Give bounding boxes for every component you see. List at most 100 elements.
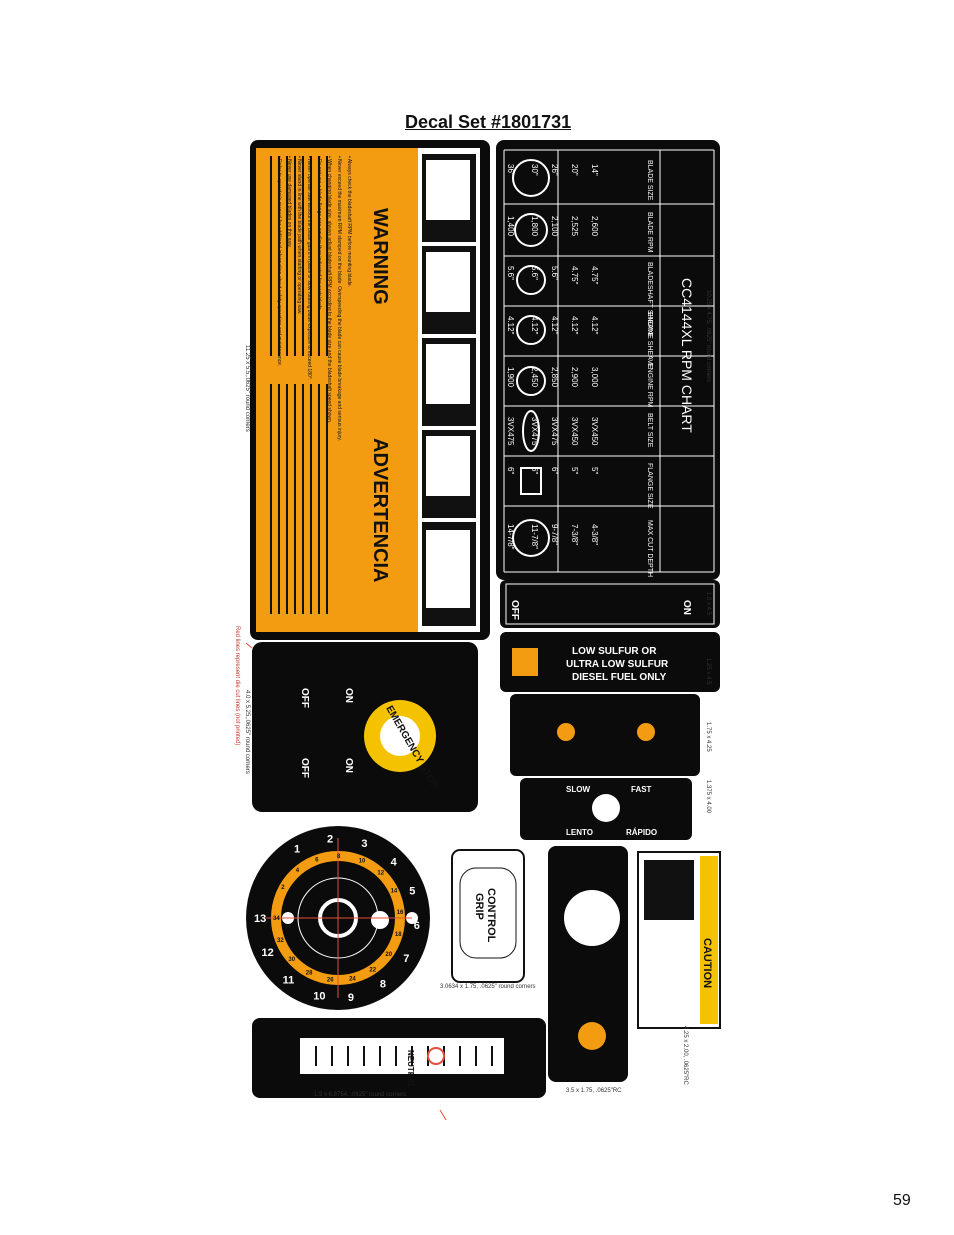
rpm-cell: 4.12" bbox=[550, 316, 559, 335]
dim-label-note: Red lines represent die cut lines (not p… bbox=[234, 626, 240, 746]
depth-dial-decal bbox=[246, 826, 430, 1010]
emergency-off2: OFF bbox=[299, 758, 310, 778]
rpm-cell: 36" bbox=[506, 164, 515, 176]
rpm-cell: 30" bbox=[530, 164, 539, 176]
rpm-cell: 26" bbox=[550, 164, 559, 176]
dim-label-emergency: 4.0 x 5.25,.0625" round corners bbox=[244, 690, 250, 774]
rpm-header: FLANGE SIZE bbox=[646, 463, 653, 509]
dim-label-warning: 11.25 x 5.5,.0625" round corners bbox=[244, 345, 250, 432]
water-off: OFF bbox=[509, 600, 520, 620]
rpm-cell: 7-3/8" bbox=[570, 524, 579, 545]
dial-number: 7 bbox=[403, 953, 409, 965]
dim-label-water: 1.0 x 4.5 bbox=[705, 592, 711, 616]
rpm-cell: 14-7/8" bbox=[506, 524, 515, 550]
dial-number: 6 bbox=[414, 920, 420, 932]
dim-label-caution: 4.25 x 2.00, .0625"RC bbox=[682, 1026, 688, 1085]
advertencia-title: ADVERTENCIA bbox=[369, 438, 391, 582]
transmission-neutral: NEUTRAL bbox=[406, 1050, 415, 1088]
dial-number: 2 bbox=[327, 833, 333, 845]
rpm-header: ENGINE SHEAVE bbox=[646, 312, 653, 369]
blade-depth-decal bbox=[548, 846, 628, 1082]
warning-bullet: • Always check the bladeshaft RPM before… bbox=[346, 156, 352, 287]
rpm-header: ENGINE RPM bbox=[646, 363, 653, 408]
rpm-cell: 3VX475 bbox=[550, 417, 559, 446]
dial-number: 10 bbox=[313, 990, 325, 1002]
rpm-cell: 5.6" bbox=[506, 266, 515, 280]
rpm-header: BLADESHAFT SHEAVE bbox=[646, 262, 653, 338]
dim-label-depth: 3.5 x 1.75, .0625"RC bbox=[566, 1088, 622, 1094]
rpm-cell: 3,000 bbox=[590, 367, 599, 388]
page-title: Decal Set #1801731 bbox=[405, 112, 572, 132]
dim-label-fuel: 1.25 x 4.5 bbox=[705, 658, 711, 685]
fuel-decal: LOW SULFUR OR ULTRA LOW SULFUR DIESEL FU… bbox=[500, 632, 720, 692]
warning-bullet: • Never exceed the maximum RPM stamped o… bbox=[336, 156, 342, 441]
dial-number: 11 bbox=[283, 974, 295, 986]
dim-label-transmission: 1.5 x 6.8754, .0625" round corners bbox=[314, 1092, 407, 1098]
warning-title: WARNING bbox=[369, 208, 391, 305]
dial-inner-number: 32 bbox=[277, 938, 284, 944]
rpm-header: BLADE RPM bbox=[646, 212, 653, 253]
rpm-cell: 6" bbox=[506, 467, 515, 474]
rpm-cell: 2,600 bbox=[590, 216, 599, 237]
dial-number: 13 bbox=[254, 913, 266, 925]
rpm-header: MAX CUT DEPTH bbox=[646, 520, 653, 577]
control-grip-decal: CONTROL GRIP bbox=[451, 849, 525, 983]
rpm-cell: 4.75" bbox=[590, 266, 599, 285]
rpm-cell: 5.6" bbox=[550, 266, 559, 280]
dim-label-grip: 3.0634 x 1.75, .0625" round corners bbox=[440, 984, 536, 990]
fuel-line2: ULTRA LOW SULFUR bbox=[566, 659, 669, 670]
dial-inner-number: 4 bbox=[296, 868, 300, 874]
dial-inner-number: 8 bbox=[337, 854, 341, 860]
rpm-blade-icons bbox=[512, 159, 550, 557]
speed-rapido: RÁPIDO bbox=[626, 828, 657, 837]
emergency-on1: ON bbox=[343, 688, 354, 703]
dial-inner-number: 24 bbox=[349, 976, 356, 982]
rpm-cell: 4.12" bbox=[506, 316, 515, 335]
warning-bullet: • Never use damaged blades on this saw. bbox=[286, 156, 292, 248]
dial-number: 12 bbox=[262, 947, 274, 959]
decal-sheet: WARNING ADVERTENCIA bbox=[236, 138, 722, 1124]
rpm-cell: 2,100 bbox=[550, 216, 559, 237]
emergency-decal: EMERGENCY STOP ON OFF ON OFF bbox=[252, 642, 478, 812]
dial-inner-number: 6 bbox=[315, 857, 319, 863]
emergency-off1: OFF bbox=[299, 688, 310, 708]
dial-inner-number: 20 bbox=[385, 952, 392, 958]
rpm-cell: 4.12" bbox=[570, 316, 579, 335]
rpm-cell: 4.75" bbox=[570, 266, 579, 285]
rpm-cell: 3VX450 bbox=[590, 417, 599, 446]
emergency-on2: ON bbox=[343, 758, 354, 773]
dial-number: 3 bbox=[361, 838, 367, 850]
engage-decal bbox=[510, 694, 700, 776]
rpm-cell: 3VX450 bbox=[570, 417, 579, 446]
water-decal: OFF ON bbox=[500, 580, 720, 628]
dial-inner-number: 2 bbox=[281, 885, 285, 891]
dial-inner-number: 34 bbox=[273, 916, 280, 922]
dim-label-rpm: 10.25 x 4.75, .0625" round corners bbox=[705, 290, 711, 383]
dim-label-speed: 1.375 x 4.00 bbox=[705, 780, 711, 814]
warning-bullet: • Do not use a blade flange size smaller… bbox=[316, 156, 322, 311]
dim-label-engage: 1.75 x 4.25 bbox=[705, 722, 711, 752]
grip-title2: GRIP bbox=[473, 893, 485, 920]
warning-bullet: • Never stand in line with the blade pat… bbox=[296, 156, 302, 315]
page-number: 59 bbox=[893, 1192, 911, 1209]
dial-inner-number: 26 bbox=[327, 978, 334, 984]
rpm-cell: 5" bbox=[570, 467, 579, 474]
rpm-chart-title: CC4144XL RPM CHART bbox=[679, 278, 695, 433]
caution-decal: CAUTION bbox=[637, 851, 721, 1029]
speed-fast: FAST bbox=[631, 785, 652, 794]
dial-number: 1 bbox=[294, 844, 300, 856]
rpm-cell: 1,400 bbox=[506, 216, 515, 237]
dial-inner-number: 30 bbox=[288, 957, 295, 963]
dial-inner-number: 22 bbox=[369, 968, 376, 974]
caution-title: CAUTION bbox=[701, 938, 713, 988]
rpm-cell: 1,900 bbox=[506, 367, 515, 388]
dial-number: 9 bbox=[348, 992, 354, 1004]
speed-lento: LENTO bbox=[566, 828, 593, 837]
rpm-cell: 14" bbox=[590, 164, 599, 176]
fuel-line3: DIESEL FUEL ONLY bbox=[572, 672, 667, 683]
warning-decal: WARNING ADVERTENCIA bbox=[250, 140, 490, 640]
warning-bullet: • Refer to operator's manual for additio… bbox=[276, 156, 282, 366]
die-cut-lines bbox=[245, 642, 447, 1121]
dial-inner-number: 18 bbox=[395, 932, 402, 938]
rpm-cell: 4.12" bbox=[530, 316, 539, 335]
